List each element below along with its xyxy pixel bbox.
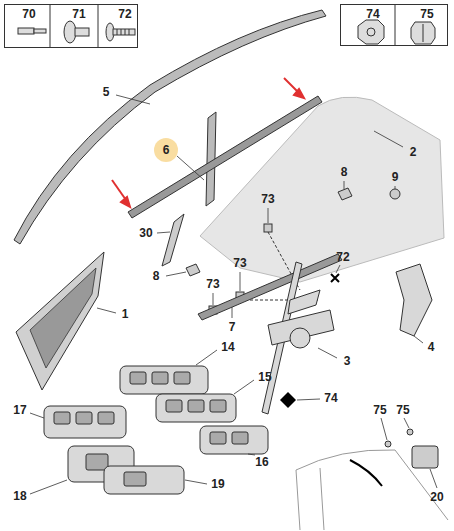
mirror-sail-inner bbox=[30, 268, 96, 368]
highlight-arrow bbox=[112, 78, 304, 207]
clip-icon bbox=[411, 22, 435, 44]
callout-number: 6 bbox=[163, 144, 170, 156]
wire bbox=[350, 460, 382, 486]
clip bbox=[407, 429, 413, 435]
callout-number: 7 bbox=[229, 321, 236, 333]
door-seal bbox=[14, 10, 326, 244]
icon-box: 74 75 bbox=[340, 4, 448, 46]
window-regulator bbox=[262, 262, 334, 414]
callout-number: 75 bbox=[420, 8, 433, 20]
callout-number: 9 bbox=[392, 171, 399, 183]
callout-number: 30 bbox=[139, 227, 152, 239]
callout-number: 1 bbox=[122, 308, 129, 320]
window-switch bbox=[200, 426, 268, 454]
callout-number: 73 bbox=[206, 278, 219, 290]
glass-clip bbox=[338, 188, 352, 200]
callout-number: 16 bbox=[255, 456, 268, 468]
icon-box: 70 71 72 bbox=[4, 4, 138, 48]
callout-number: 17 bbox=[13, 404, 26, 416]
screw-icon bbox=[18, 28, 46, 34]
callout-number: 15 bbox=[258, 371, 271, 383]
leader-line bbox=[30, 95, 437, 494]
callout-number: 19 bbox=[211, 478, 224, 490]
clip bbox=[385, 441, 391, 447]
regulator-bracket bbox=[396, 264, 432, 336]
fastener-marker bbox=[331, 274, 339, 282]
callout-number: 71 bbox=[72, 8, 85, 20]
callout-number: 70 bbox=[22, 8, 35, 20]
callout-number: 72 bbox=[118, 8, 131, 20]
callout-number: 4 bbox=[428, 341, 435, 353]
box-divider bbox=[395, 4, 396, 46]
callout-number: 8 bbox=[153, 270, 160, 282]
fastener-marker bbox=[280, 392, 296, 408]
mirror-sail bbox=[16, 252, 104, 390]
callout-number: 74 bbox=[366, 8, 379, 20]
window-switch bbox=[44, 406, 126, 438]
door-connector bbox=[412, 446, 438, 468]
window-switch bbox=[104, 466, 184, 494]
window-glass bbox=[200, 97, 444, 282]
box-divider bbox=[50, 4, 51, 48]
nut-icon bbox=[358, 20, 384, 44]
callout-number: 73 bbox=[261, 193, 274, 205]
inner-belt-strip bbox=[198, 254, 342, 320]
callout-number: 3 bbox=[344, 355, 351, 367]
callout-number: 75 bbox=[373, 404, 386, 416]
box-divider bbox=[98, 4, 99, 48]
callout-number: 20 bbox=[430, 491, 443, 503]
rivet-icon bbox=[64, 21, 89, 43]
callout-number: 14 bbox=[221, 341, 234, 353]
highlight-circle bbox=[154, 138, 178, 162]
screw-icon bbox=[106, 23, 135, 41]
window-switch bbox=[156, 394, 236, 422]
grommet bbox=[390, 189, 400, 199]
window-switch bbox=[120, 366, 208, 394]
callout-number: 5 bbox=[103, 86, 110, 98]
callout-number: 72 bbox=[336, 251, 349, 263]
beltline-strip bbox=[128, 96, 322, 218]
callout-number: 2 bbox=[410, 146, 417, 158]
glass-fastener bbox=[264, 224, 272, 232]
callout-number: 73 bbox=[233, 257, 246, 269]
glass-clip bbox=[186, 264, 200, 276]
callout-number: 8 bbox=[341, 166, 348, 178]
callout-number: 75 bbox=[396, 404, 409, 416]
assembly-line bbox=[240, 232, 320, 300]
callout-number: 74 bbox=[324, 392, 337, 404]
channel-strip bbox=[162, 214, 184, 266]
callout-number: 18 bbox=[13, 490, 26, 502]
